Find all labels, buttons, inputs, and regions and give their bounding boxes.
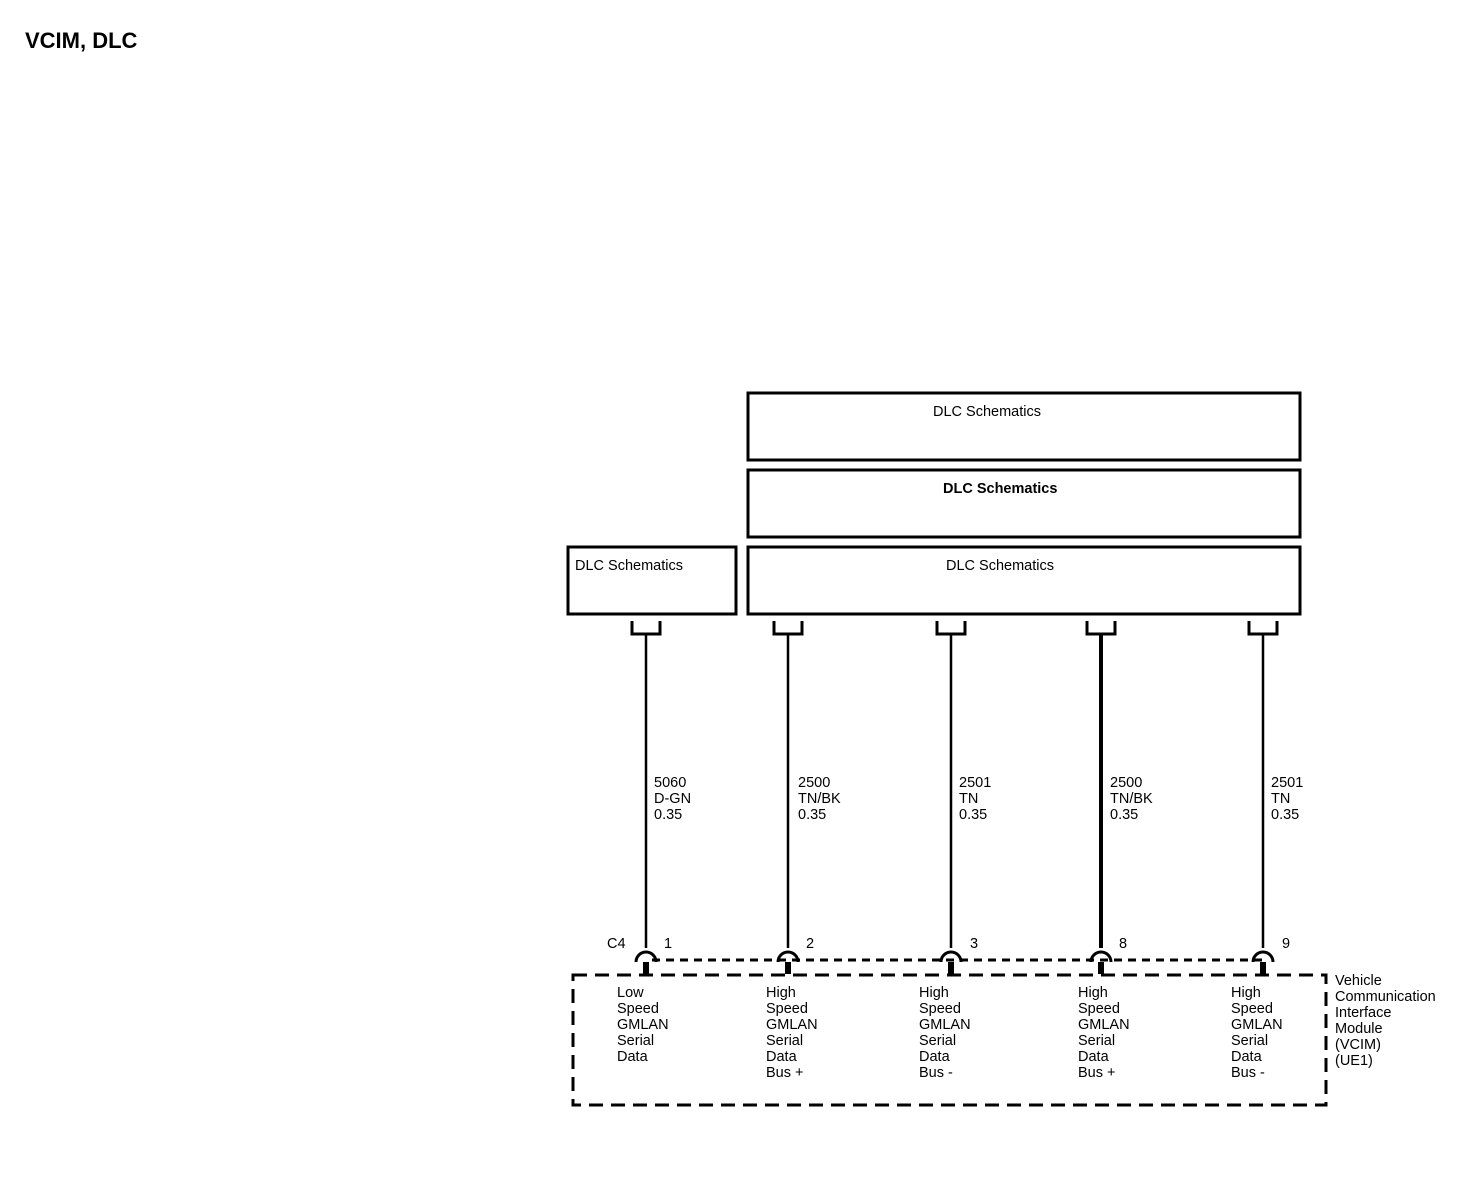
- wire-color: TN/BK: [1110, 791, 1153, 807]
- pin-number: 8: [1119, 936, 1127, 952]
- pin-function-line: Low: [617, 985, 644, 1001]
- reference-box-outline: [746, 468, 1302, 539]
- reference-box-outline: [746, 391, 1302, 462]
- connector-pin-arch: [1089, 950, 1113, 963]
- pin-function-line: Bus +: [766, 1065, 803, 1081]
- pin-function-line: Speed: [617, 1001, 659, 1017]
- connector-pin-arch: [1251, 950, 1275, 963]
- dlc-schematics-box[interactable]: DLC Schematics: [746, 391, 1302, 462]
- connector-pin: [1098, 962, 1104, 974]
- pin-function-line: GMLAN: [1231, 1017, 1283, 1033]
- module-name-line: Interface: [1335, 1005, 1391, 1021]
- reference-box-label: DLC Schematics: [933, 404, 1041, 420]
- pin-function-line: Speed: [766, 1001, 808, 1017]
- reference-box-outline: [566, 545, 738, 616]
- wire-circuit-number: 2501: [959, 775, 991, 791]
- pin-function-line: Serial: [1231, 1033, 1268, 1049]
- wire-color: D-GN: [654, 791, 691, 807]
- pin-function-line: Serial: [617, 1033, 654, 1049]
- wire-gauge: 0.35: [654, 807, 682, 823]
- pin-number: 3: [970, 936, 978, 952]
- pin-function-line: Data: [617, 1049, 649, 1065]
- connector-pin: [643, 962, 649, 974]
- wire-color: TN: [959, 791, 978, 807]
- module-name-line: Vehicle: [1335, 973, 1382, 989]
- pin-number: 1: [664, 936, 672, 952]
- pin-function-line: Bus -: [1231, 1065, 1265, 1081]
- pin-function-line: Speed: [1231, 1001, 1273, 1017]
- pin-function-line: Data: [1078, 1049, 1110, 1065]
- vcim-module-outline: [571, 973, 1328, 1107]
- dlc-schematics-box[interactable]: DLC Schematics: [566, 545, 738, 616]
- wire-circuit-number: 5060: [654, 775, 686, 791]
- pin-function-line: GMLAN: [766, 1017, 818, 1033]
- pin-function-line: Serial: [919, 1033, 956, 1049]
- reference-box-label: DLC Schematics: [575, 558, 683, 574]
- pin-function-line: Data: [1231, 1049, 1263, 1065]
- terminal-bracket: [1085, 621, 1117, 636]
- terminal-bracket: [1247, 621, 1279, 636]
- wire-gauge: 0.35: [798, 807, 826, 823]
- module-name-line: Communication: [1335, 989, 1436, 1005]
- wire-gauge: 0.35: [959, 807, 987, 823]
- pin-function-line: Data: [919, 1049, 951, 1065]
- pin-function-line: Speed: [919, 1001, 961, 1017]
- terminal-bracket: [772, 621, 804, 636]
- pin-function-line: GMLAN: [1078, 1017, 1130, 1033]
- pin-function-line: GMLAN: [919, 1017, 971, 1033]
- terminal-bracket: [630, 621, 662, 636]
- wire-circuit-number: 2500: [1110, 775, 1142, 791]
- pin-function-line: High: [919, 985, 949, 1001]
- pin-number: 9: [1282, 936, 1290, 952]
- pin-function-line: Serial: [766, 1033, 803, 1049]
- connector-pin-arch: [939, 950, 963, 963]
- pin-function-line: Bus -: [919, 1065, 953, 1081]
- reference-box-label: DLC Schematics: [946, 558, 1054, 574]
- pin-function-line: High: [766, 985, 796, 1001]
- dlc-schematics-box[interactable]: DLC Schematics: [746, 545, 1302, 616]
- connector-pin: [948, 962, 954, 974]
- module-name-line: (UE1): [1335, 1053, 1373, 1069]
- module-name-line: Module: [1335, 1021, 1383, 1037]
- connector-pin: [785, 962, 791, 974]
- pin-function-line: GMLAN: [617, 1017, 669, 1033]
- wire-gauge: 0.35: [1110, 807, 1138, 823]
- connector-pin: [1260, 962, 1266, 974]
- wire-color: TN: [1271, 791, 1290, 807]
- connector-pin-arch: [634, 950, 658, 963]
- connector-pin-arch: [776, 950, 800, 963]
- terminal-bracket: [935, 621, 967, 636]
- pin-function-line: High: [1078, 985, 1108, 1001]
- pin-function-line: High: [1231, 985, 1261, 1001]
- module-name-line: (VCIM): [1335, 1037, 1381, 1053]
- pin-function-line: Serial: [1078, 1033, 1115, 1049]
- connector-label: C4: [607, 936, 626, 952]
- wire-gauge: 0.35: [1271, 807, 1299, 823]
- pin-function-line: Bus +: [1078, 1065, 1115, 1081]
- pin-function-line: Speed: [1078, 1001, 1120, 1017]
- reference-box-outline: [746, 545, 1302, 616]
- wire-color: TN/BK: [798, 791, 841, 807]
- page-title: VCIM, DLC: [25, 28, 138, 53]
- wire-circuit-number: 2501: [1271, 775, 1303, 791]
- reference-box-label: DLC Schematics: [943, 481, 1057, 497]
- pin-number: 2: [806, 936, 814, 952]
- pin-function-line: Data: [766, 1049, 798, 1065]
- wire-circuit-number: 2500: [798, 775, 830, 791]
- dlc-schematics-box[interactable]: DLC Schematics: [746, 468, 1302, 539]
